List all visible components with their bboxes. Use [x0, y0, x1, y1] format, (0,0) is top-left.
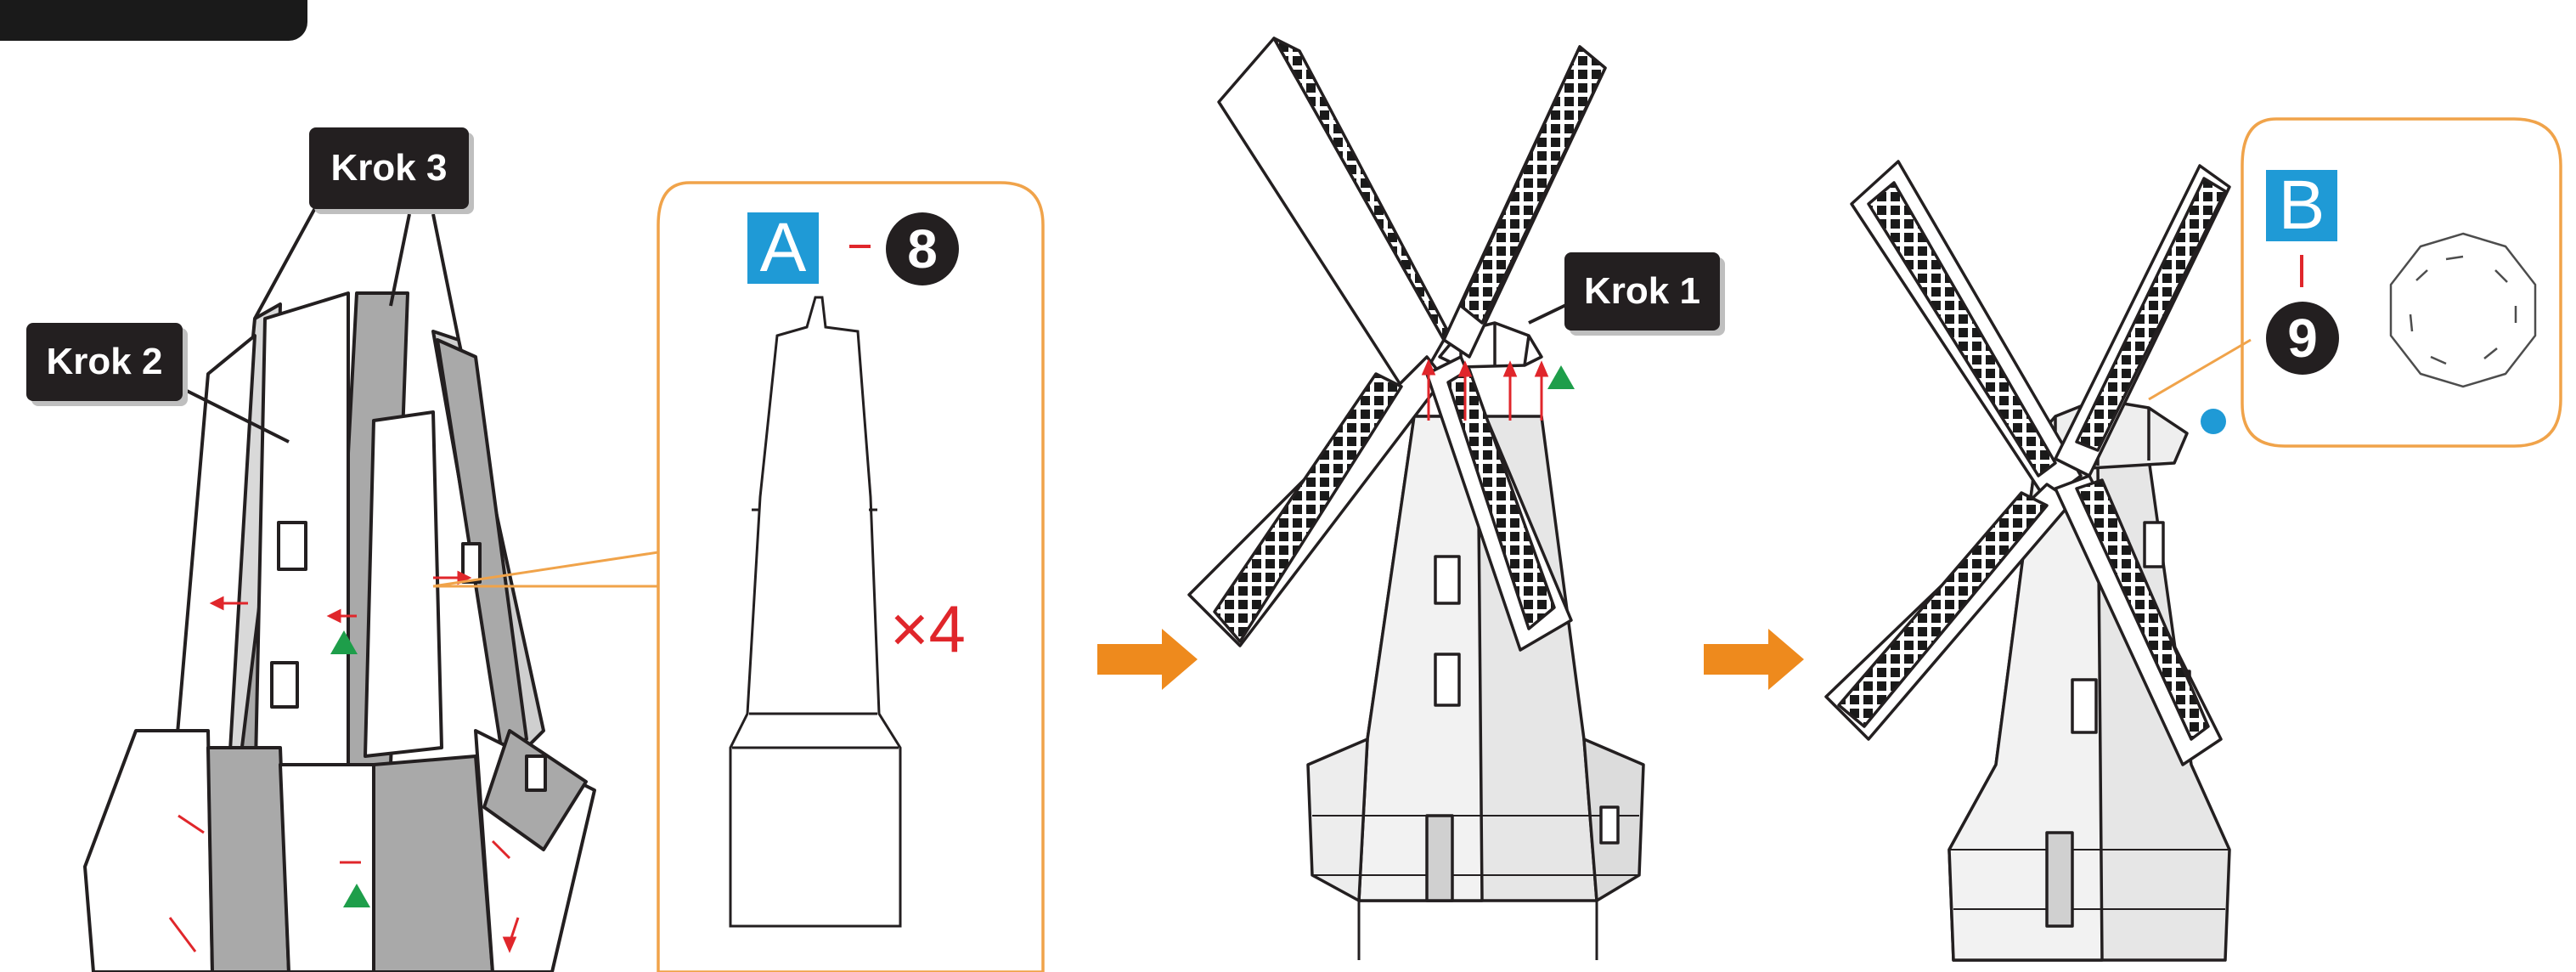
panel-gray-right: [437, 340, 527, 748]
step-label-krok-2: Krok 2: [26, 323, 183, 401]
piece-b-decagon: [2391, 234, 2535, 387]
circle-marker-icon: [2201, 409, 2226, 434]
part-number-9: 9: [2266, 302, 2339, 375]
right-arrow-icon: [1704, 629, 1804, 690]
right-arrow-icon: [1097, 629, 1198, 690]
quantity-label: ×4: [890, 591, 966, 668]
piece-a-outline: [730, 297, 900, 926]
step-label-krok-1: Krok 1: [1564, 252, 1720, 331]
part-number-8: 8: [886, 212, 959, 285]
completed-windmill-illustration: [1826, 161, 2229, 960]
triangle-marker-icon: [1547, 365, 1575, 389]
windmill-with-cap-illustration: [1189, 38, 1643, 960]
step-label-krok-3: Krok 3: [309, 127, 469, 209]
callout-b-pointer: [2149, 340, 2251, 399]
callout-a-frame: [658, 183, 1043, 972]
part-letter-b: B: [2266, 170, 2337, 241]
part-letter-a: A: [747, 212, 819, 284]
